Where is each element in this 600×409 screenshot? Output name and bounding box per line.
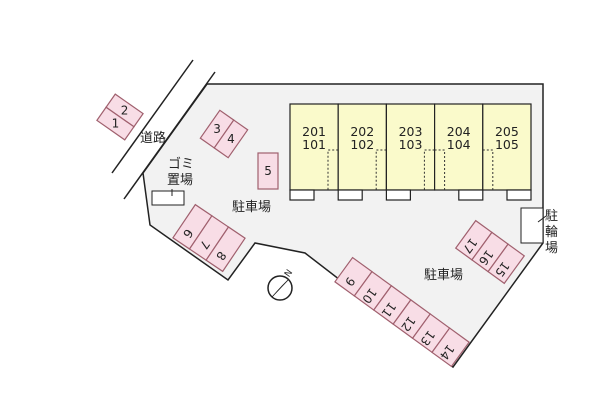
unit-number-upper: 205 [495,124,519,139]
parking-space-number: 4 [227,132,235,146]
north-label: N [283,268,295,279]
parking-space-4[interactable]: 4 [213,119,249,159]
parking-space-number: 1 [112,117,120,131]
bike-parking-label: 輪 [545,224,558,240]
parking-group: 34 [199,109,249,159]
unit-stair [482,149,494,190]
unit-stair [327,149,339,190]
garbage-label: ゴミ [168,156,194,172]
unit-porch [506,189,532,201]
parking-label: 駐車場 [232,200,271,215]
unit-number-upper: 202 [350,124,374,139]
bike-leader-line [537,215,547,223]
parking-space-number: 3 [213,122,221,136]
bike-parking-area [520,207,544,244]
unit-number-lower: 102 [350,137,374,152]
bike-parking-label: 駐 [545,209,558,224]
parking-space-outline [431,327,470,368]
road-edge [123,71,216,200]
unit-porch [337,189,363,201]
parking-space-1[interactable]: 1 [96,106,135,141]
unit-body [289,103,339,191]
parking-space-number: 2 [121,103,129,117]
unit-porch [289,189,315,201]
unit-porch [385,189,411,201]
road-label: 道路 [140,130,166,146]
parking-space-16[interactable]: 16 [471,231,509,273]
parking-space-outline [213,119,249,159]
parking-group: 21 [96,93,144,141]
unit-stair [423,149,435,190]
unit-number-upper: 203 [399,124,423,139]
unit-number-lower: 105 [495,137,519,152]
unit-body [337,103,388,191]
parking-space-outline [205,226,246,273]
unit-stair [434,149,446,190]
unit-number-upper: 201 [302,124,326,139]
parking-space-13[interactable]: 13 [411,313,451,354]
unit-number-upper: 204 [447,124,471,139]
unit-number-lower: 104 [447,137,471,152]
north-compass-icon: N [267,268,295,301]
parking-space-12[interactable]: 12 [392,299,432,340]
unit-body [482,103,532,191]
parking-group: 5 [257,152,279,190]
garbage-label: 置場 [167,173,193,188]
bike-parking-label: 場 [545,241,558,256]
parking-space-outline [257,152,279,190]
unit-body [434,103,484,191]
parking-space-8[interactable]: 8 [205,226,246,273]
unit-number-lower: 103 [399,137,423,152]
unit-number-lower: 101 [302,137,326,152]
parking-space-11[interactable]: 11 [372,284,412,325]
parking-space-number: 5 [264,164,272,178]
garbage-area [151,190,185,206]
parking-space-5[interactable]: 5 [257,152,279,190]
parking-label: 駐車場 [424,268,463,283]
parking-space-17[interactable]: 17 [454,219,493,261]
parking-space-outline [96,106,135,141]
parking-space-14[interactable]: 14 [431,327,470,368]
unit-porch [458,189,484,201]
parking-space-outline [487,243,526,285]
unit-stair [375,149,387,190]
parking-group: 678 [172,203,246,273]
road-edge [111,59,194,174]
parking-space-15[interactable]: 15 [487,243,526,285]
